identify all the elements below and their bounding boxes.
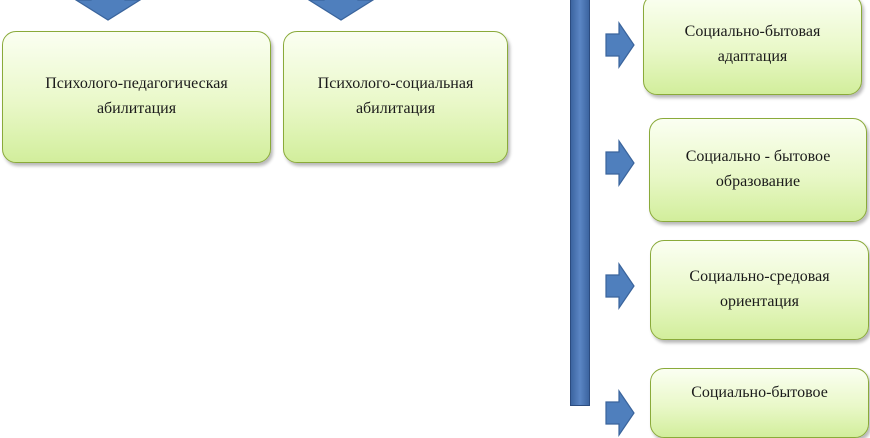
- vertical-connector-bar: [570, 0, 590, 406]
- psycho-pedagogical-habilitation-label: Психолого-педагогическая абилитация: [45, 75, 228, 117]
- psycho-social-habilitation-label: Психолого-социальная абилитация: [317, 75, 474, 117]
- psycho-social-habilitation-box: Психолого-социальная абилитация: [283, 31, 508, 163]
- social-household-adaptation-label: Социально-бытовая адаптация: [684, 22, 821, 65]
- social-household-adaptation-box: Социально-бытовая адаптация: [643, 0, 862, 95]
- social-household-label: Социально-бытовое: [691, 384, 828, 401]
- right-arrow-2-icon: [605, 139, 635, 187]
- social-household-education-box: Социально - бытовое образование: [649, 118, 867, 222]
- social-environmental-orientation-box: Социально-средовая ориентация: [650, 240, 869, 340]
- right-arrow-4-icon: [605, 389, 635, 437]
- right-arrow-3-icon: [605, 262, 635, 310]
- social-household-education-label: Социально - бытовое образование: [685, 148, 831, 190]
- social-household-box: Социально-бытовое: [650, 368, 869, 438]
- right-arrow-1-icon: [605, 21, 635, 69]
- down-arrow-right-icon: [307, 0, 375, 21]
- down-arrow-left-icon: [74, 0, 142, 21]
- psycho-pedagogical-habilitation-box: Психолого-педагогическая абилитация: [2, 31, 271, 163]
- social-environmental-orientation-label: Социально-средовая ориентация: [689, 268, 830, 310]
